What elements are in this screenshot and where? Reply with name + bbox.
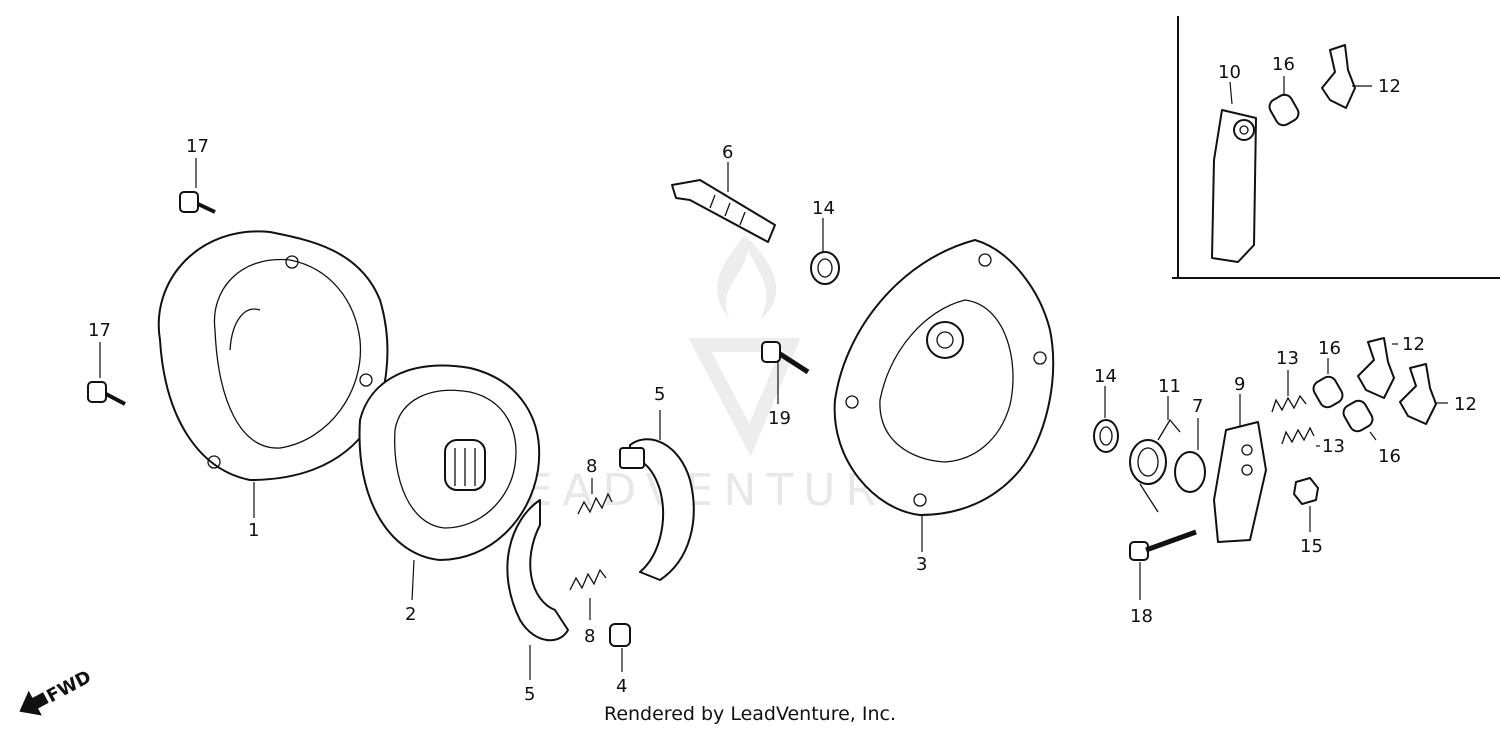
callout-16-a: 16 [1318, 338, 1341, 359]
callout-19: 19 [768, 408, 791, 429]
part-5-brake-shoe-lower[interactable] [506, 499, 569, 642]
part-8-spring-upper[interactable] [577, 492, 613, 515]
part-2-brake-drum[interactable] [358, 364, 541, 561]
callout-12-a: 12 [1402, 334, 1425, 355]
part-12-adjusting-nut-inset[interactable] [1321, 44, 1356, 109]
part-8-spring-lower[interactable] [569, 568, 607, 591]
part-15-nut[interactable] [1293, 477, 1319, 505]
callout-16-inset: 16 [1272, 54, 1295, 75]
part-12-adjusting-nut-a[interactable] [1357, 337, 1395, 399]
part-13-spring-upper[interactable] [1271, 394, 1307, 413]
callout-16-b: 16 [1378, 446, 1401, 467]
leader-lines [99, 76, 1448, 680]
callout-4: 4 [616, 676, 627, 697]
part-7-indicator-plate[interactable] [1174, 451, 1206, 493]
callout-1: 1 [248, 520, 259, 541]
callout-5-lower: 5 [524, 684, 535, 705]
callout-15: 15 [1300, 536, 1323, 557]
part-14-dust-seal-lower[interactable] [1093, 419, 1119, 453]
part-18-bolt[interactable] [1129, 529, 1197, 561]
callout-7: 7 [1192, 396, 1203, 417]
callout-5-upper: 5 [654, 384, 665, 405]
watermark-text: LEADVENTURE [490, 465, 924, 516]
part-14-dust-seal-upper[interactable] [810, 251, 840, 285]
part-9-brake-arm[interactable] [1213, 421, 1267, 543]
callout-14-lower: 14 [1094, 366, 1117, 387]
callout-18: 18 [1130, 606, 1153, 627]
part-10-inset-arm[interactable] [1211, 109, 1257, 263]
callout-3: 3 [916, 554, 927, 575]
part-12-adjusting-nut-b[interactable] [1399, 363, 1437, 425]
callout-17-upper: 17 [186, 136, 209, 157]
callouts: 1 2 3 4 5 5 6 7 8 8 9 10 11 12 12 12 13 … [88, 54, 1477, 705]
callout-13-upper: 13 [1276, 348, 1299, 369]
part-4-collar[interactable] [609, 623, 631, 647]
callout-14-upper: 14 [812, 198, 835, 219]
part-16-joint-pin-inset[interactable] [1267, 92, 1302, 128]
watermark-logo: LEADVENTURE [490, 235, 924, 516]
callout-13-lower: 13 [1322, 436, 1345, 457]
callout-6: 6 [722, 142, 733, 163]
part-5-brake-shoe-upper[interactable] [619, 438, 695, 581]
part-16-joint-pin-a[interactable] [1311, 374, 1346, 410]
callout-12-inset: 12 [1378, 76, 1401, 97]
part-11-return-spring[interactable] [1129, 418, 1181, 513]
part-16-joint-pin-b[interactable] [1341, 398, 1376, 434]
part-6-brake-cam[interactable] [671, 179, 776, 243]
callout-8-upper: 8 [586, 456, 597, 477]
render-credit: Rendered by LeadVenture, Inc. [603, 703, 897, 725]
part-17-flange-bolt-upper[interactable] [179, 191, 216, 214]
fwd-label: FWD [43, 667, 94, 708]
callout-8-lower: 8 [584, 626, 595, 647]
inset-frame [1172, 16, 1500, 279]
callout-12-b: 12 [1454, 394, 1477, 415]
part-1-drum-cover[interactable] [157, 230, 389, 481]
callout-9: 9 [1234, 374, 1245, 395]
callout-11: 11 [1158, 376, 1181, 397]
part-19-bolt[interactable] [761, 341, 810, 375]
part-13-spring-lower[interactable] [1281, 426, 1315, 445]
part-17-flange-bolt-lower[interactable] [87, 381, 126, 406]
part-3-brake-panel[interactable] [833, 239, 1055, 516]
callout-17-lower: 17 [88, 320, 111, 341]
callout-2: 2 [405, 604, 416, 625]
callout-10: 10 [1218, 62, 1241, 83]
